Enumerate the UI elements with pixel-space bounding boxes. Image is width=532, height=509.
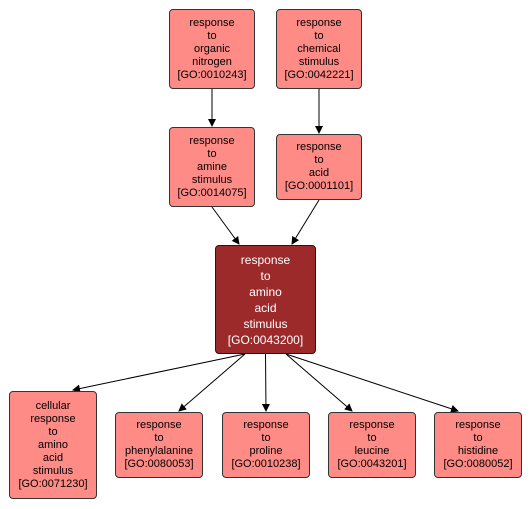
edge-arrow <box>72 353 246 393</box>
node-go-0071230[interactable]: cellular response to amino acid stimulus… <box>9 391 97 499</box>
node-go-0042221[interactable]: response to chemical stimulus [GO:004222… <box>276 9 362 89</box>
node-go-0043200-focus[interactable]: response to amino acid stimulus [GO:0043… <box>215 245 316 354</box>
node-label: response to histidine [GO:0080052] <box>443 419 513 470</box>
edge-arrow <box>291 199 320 245</box>
node-label: response to acid [GO:0001101] <box>284 141 354 192</box>
node-label: response to organic nitrogen [GO:0010243… <box>177 16 247 81</box>
node-label: response to amino acid stimulus [GO:0043… <box>227 252 304 347</box>
node-label: response to proline [GO:0010238] <box>231 419 301 470</box>
node-go-0001101[interactable]: response to acid [GO:0001101] <box>276 134 362 200</box>
node-label: response to amine stimulus [GO:0014075] <box>177 134 247 199</box>
edge-arrow <box>178 353 246 412</box>
node-label: response to leucine [GO:0043201] <box>337 419 407 470</box>
node-go-0010243[interactable]: response to organic nitrogen [GO:0010243… <box>169 9 255 89</box>
node-go-0080052[interactable]: response to histidine [GO:0080052] <box>434 412 522 478</box>
node-label: response to chemical stimulus [GO:004222… <box>284 16 354 81</box>
node-go-0014075[interactable]: response to amine stimulus [GO:0014075] <box>169 127 255 207</box>
node-label: cellular response to amino acid stimulus… <box>18 399 88 490</box>
node-go-0010238[interactable]: response to proline [GO:0010238] <box>222 412 310 478</box>
edge-arrow <box>211 206 240 245</box>
node-go-0080053[interactable]: response to phenylalanine [GO:0080053] <box>115 412 203 478</box>
edge-arrow <box>285 353 459 413</box>
edge-arrow <box>285 353 353 412</box>
node-label: response to phenylalanine [GO:0080053] <box>124 419 194 470</box>
node-go-0043201[interactable]: response to leucine [GO:0043201] <box>328 412 416 478</box>
edge-arrow <box>261 353 270 412</box>
